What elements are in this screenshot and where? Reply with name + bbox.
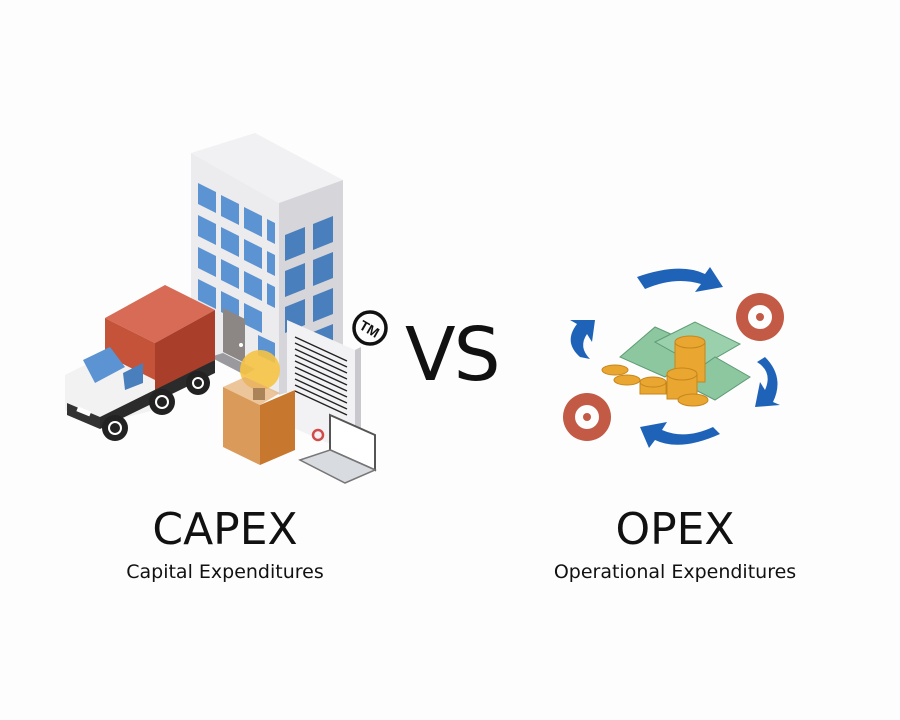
cycle-arrow-icon <box>570 267 780 448</box>
capex-title: CAPEX <box>152 504 298 555</box>
gear-icon <box>563 293 784 441</box>
opex-subtitle: Operational Expenditures <box>553 561 797 583</box>
opex-illustration <box>563 267 784 448</box>
trademark-icon: TM <box>352 310 388 346</box>
opex-title: OPEX <box>615 504 735 555</box>
coin-stack-icon <box>601 335 709 407</box>
svg-text:TM: TM <box>357 317 383 341</box>
vs-separator: VS <box>405 312 501 398</box>
cardboard-box-icon <box>223 350 295 465</box>
delivery-truck-icon <box>65 285 215 441</box>
capex-illustration: TM <box>65 133 388 484</box>
laptop-icon <box>298 413 377 484</box>
capex-subtitle: Capital Expenditures <box>126 561 324 583</box>
